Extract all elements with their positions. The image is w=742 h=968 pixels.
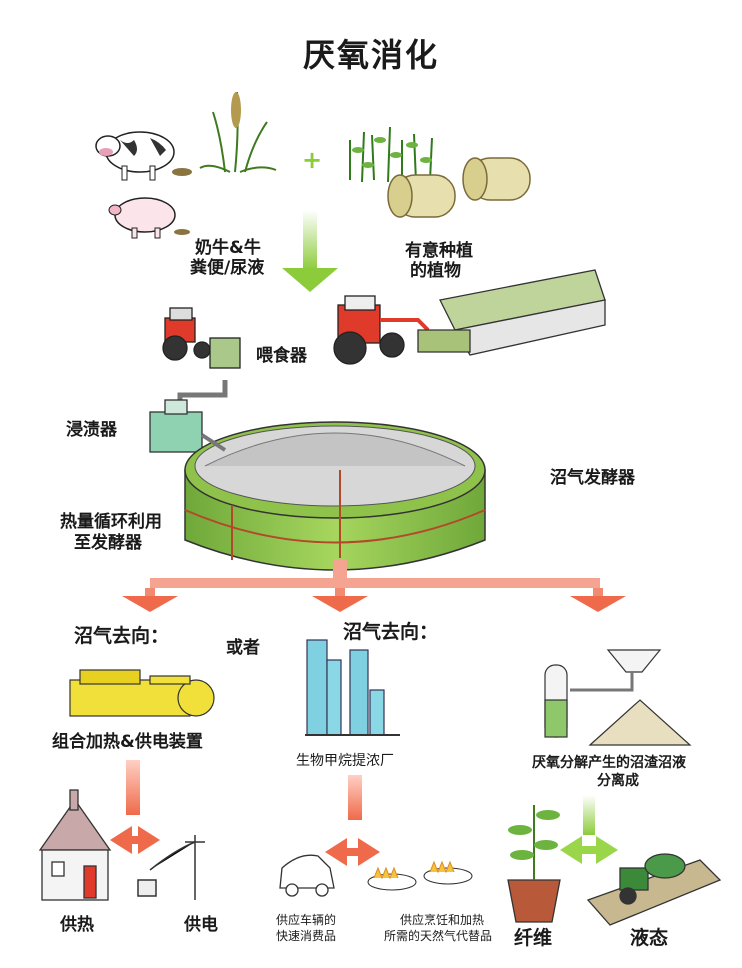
plus-sign: + <box>302 146 323 174</box>
power-pole-icon <box>137 835 205 900</box>
cow-icon <box>95 131 175 181</box>
crop-leaves-icon <box>352 137 432 168</box>
or-label: 或者 <box>226 638 260 658</box>
crops-label-line1: 有意种植 <box>405 241 473 261</box>
gas-sub-label-line1: 供应烹饪和加热 <box>400 913 485 927</box>
tractor-right-icon <box>333 295 430 365</box>
distribution-arrows <box>122 560 626 612</box>
tractor-left-icon <box>162 307 241 369</box>
heat-power-arrows <box>110 760 160 854</box>
power-label: 供电 <box>184 915 218 935</box>
manure-icon-2 <box>174 229 190 235</box>
chp-unit-icon <box>69 669 215 717</box>
upgrade-label: 生物甲烷提浓厂 <box>296 753 394 769</box>
manure-label-line2: 粪便/尿液 <box>190 258 265 278</box>
hay-bales-icon <box>387 157 531 218</box>
silage-clamp-icon <box>417 269 606 356</box>
biogas-use-left: 沼气去向： <box>74 625 170 647</box>
house-icon <box>38 789 112 901</box>
heat-recycle-line2: 至发酵器 <box>74 533 142 553</box>
pig-icon <box>108 197 176 239</box>
fibre-label: 纤维 <box>514 927 553 949</box>
separation-line1: 厌氧分解产生的沼渣沼液 <box>532 755 686 771</box>
liquor-label: 液态 <box>630 927 669 949</box>
separator-icon <box>544 649 692 746</box>
fibre-liquor-arrows <box>560 795 618 864</box>
vehicle-label-line2: 快速消费品 <box>276 929 337 943</box>
upgrading-plant-icon <box>305 639 400 736</box>
feeder-label: 喂食器 <box>256 346 307 366</box>
vehicle-gas-arrows <box>325 775 380 866</box>
digester-tank <box>184 421 486 571</box>
vehicle-label-line1: 供应车辆的 <box>276 913 337 927</box>
separation-line2: 分离成 <box>597 773 639 789</box>
car-icon <box>279 854 335 897</box>
macerator-label: 浸渍器 <box>66 420 117 440</box>
grain-head-icon <box>231 92 241 128</box>
macerator-icon <box>149 399 203 453</box>
heat-label: 供热 <box>60 915 94 935</box>
crop-field-icon <box>349 126 433 183</box>
gas-sub-label-line2: 所需的天然气代替品 <box>384 929 493 943</box>
liquor-tractor-icon <box>586 853 722 926</box>
manure-icon <box>172 168 192 176</box>
crops-label-line2: 的植物 <box>410 261 461 281</box>
page-title: 厌氧消化 <box>302 36 439 74</box>
manure-label-line1: 奶牛&牛 <box>195 238 261 258</box>
digester-label: 沼气发酵器 <box>550 468 635 488</box>
plant-pot-icon <box>507 805 561 923</box>
gas-flame-icon <box>367 860 473 891</box>
chp-label: 组合加热&供电装置 <box>52 732 203 752</box>
biogas-use-right: 沼气去向： <box>343 621 439 643</box>
input-arrow <box>282 210 338 292</box>
heat-recycle-line1: 热量循环利用 <box>60 512 162 532</box>
